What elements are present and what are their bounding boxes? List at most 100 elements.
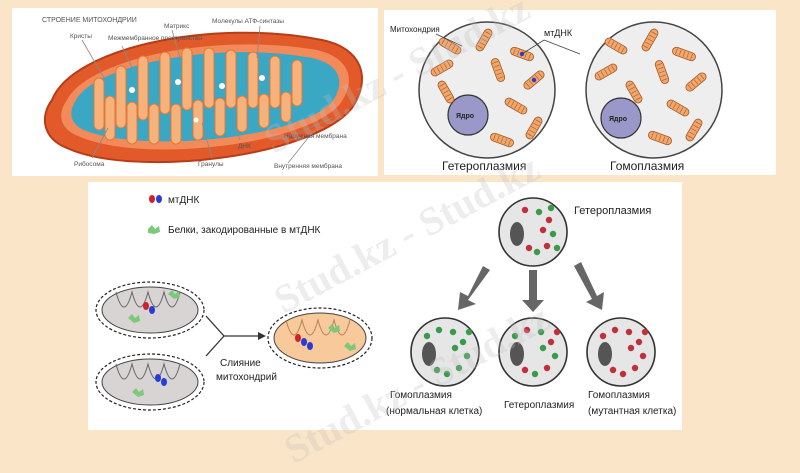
mitochondrion-dot: [639, 352, 647, 360]
bottom-label-2-line1: Гетероплазмия: [504, 400, 574, 411]
segregation-cells: [410, 197, 656, 387]
mitochondrion-dot: [423, 332, 431, 340]
mitochondrion-dot: [459, 338, 467, 346]
label-cristae: Кристы: [70, 33, 92, 40]
mitochondrion-capsule: [685, 72, 707, 92]
label-atp-synthase: Молекулы АТФ-синтазы: [212, 18, 284, 25]
mitochondrion-dot: [521, 366, 529, 374]
mitochondrion-dot: [627, 344, 635, 352]
mitochondrion-dot: [433, 366, 441, 374]
legend-proteins-label: Белки, закодированные в мтДНК: [168, 225, 321, 236]
mitochondrion-structure-diagram: СТРОЕНИЕ МИТОХОНДРИИ Кристы Межмембранно…: [42, 17, 363, 170]
leader-lines: [81, 25, 333, 164]
mtdna-mark: [531, 77, 537, 83]
legend-protein-icon: [148, 225, 160, 234]
segregation-arrows: [458, 262, 604, 312]
mitochondrion-dot: [535, 208, 543, 216]
nucleus-label-left: Ядро: [456, 113, 474, 120]
fusion-label-line2: митохондрий: [216, 372, 277, 383]
cell-nucleus: [422, 342, 436, 366]
mitochondrion-capsule: [604, 37, 628, 55]
mitochondrion-capsule: [625, 80, 643, 104]
mitochondria-left: [430, 28, 545, 148]
top-cell-label: Гетероплазмия: [574, 205, 651, 217]
mitochondrion-dot: [539, 226, 547, 234]
mitochondrion-dot: [553, 328, 561, 336]
mitochondrion-dot: [449, 328, 457, 336]
label-outer-membrane: Наружная мембрана: [284, 132, 347, 140]
mitochondrion-capsule: [594, 63, 618, 81]
mitochondrion-capsule: [430, 59, 454, 77]
mitochondrion-capsule: [641, 28, 659, 52]
mitochondrion-dot: [443, 370, 451, 378]
mitochondrion-dot: [533, 248, 541, 256]
mitochondrion-dot: [547, 338, 555, 346]
mitochondrion-dot: [551, 352, 559, 360]
bottom-label-3-line1: Гомоплазмия: [588, 390, 650, 401]
mitochondrion-dot: [631, 364, 639, 372]
mitochondrion-dot: [539, 344, 547, 352]
mitochondrion-dot: [537, 328, 545, 336]
mitochondrion-dot: [599, 332, 607, 340]
label-granules: Гранулы: [198, 161, 224, 168]
mitochondrion-capsule: [525, 116, 543, 140]
mitochondrion-dot: [609, 366, 617, 374]
mitochondrion-capsule: [648, 130, 672, 146]
mitochondrion-capsule: [490, 58, 506, 82]
fusion-label-line1: Слияние: [220, 358, 261, 369]
mitochondrion-dot: [531, 370, 539, 378]
mitochondrion-dot: [523, 326, 531, 334]
legend-mtdna-label: мтДНК: [168, 195, 199, 206]
mitochondrion-dot: [625, 328, 633, 336]
mitochondrion-dot: [549, 230, 557, 238]
mitochondrion-structure-panel: СТРОЕНИЕ МИТОХОНДРИИ Кристы Межмембранно…: [12, 8, 378, 176]
mitochondrion-dot: [511, 332, 519, 340]
fusion-arrow: [205, 315, 225, 357]
cells-diagram: Ядро Ядро Митохондрия мтДНК Гетероплазми…: [390, 21, 723, 173]
mitochondrion-capsule: [490, 132, 514, 148]
mitochondrion-dot: [543, 364, 551, 372]
mtdna-label: мтДНК: [544, 28, 573, 38]
fused-mitochondrion: [267, 307, 373, 369]
mitochondrion-dot: [547, 204, 555, 212]
mitochondria-label: Митохондрия: [390, 25, 440, 34]
nucleus-label-right: Ядро: [609, 116, 627, 123]
mitochondrion-capsule: [685, 118, 703, 142]
mitochondrion-capsule: [437, 80, 455, 104]
mitochondrion-dot: [553, 244, 561, 252]
mitochondrion-1: [95, 281, 205, 339]
mitochondrion-dot: [465, 328, 473, 336]
mitochondrion-capsule: [438, 37, 462, 55]
cell-nucleus: [510, 222, 524, 246]
label-ribosome: Рибосома: [74, 160, 105, 168]
mitochondrion-dot: [451, 344, 459, 352]
mitochondria-right: [594, 28, 707, 146]
label-intermembrane: Межмембранное пространство: [108, 34, 202, 42]
mitochondrion-capsule: [504, 97, 528, 115]
legend-mtdna-icon: [149, 195, 162, 203]
mitochondrion-dot: [611, 326, 619, 334]
homoplasmy-caption: Гомоплазмия: [610, 159, 684, 173]
cristae: [93, 47, 303, 145]
heteroplasmy-caption: Гетероплазмия: [442, 159, 526, 173]
segregation-cell-2: [410, 317, 480, 387]
mitochondrion-capsule: [523, 70, 545, 90]
nucleus-left: [447, 94, 489, 136]
mitochondrion-capsule: [475, 28, 493, 52]
label-dna: ДНК: [238, 143, 251, 150]
cells-panel: Ядро Ядро Митохондрия мтДНК Гетероплазми…: [384, 10, 776, 175]
mitochondrion-dot: [641, 328, 649, 336]
label-inner-membrane: Внутренняя мембрана: [274, 162, 342, 170]
mitochondrion-2: [95, 353, 205, 411]
structure-title: СТРОЕНИЕ МИТОХОНДРИИ: [42, 17, 137, 24]
bottom-label-1-line1: Гомоплазмия: [390, 390, 452, 401]
mitochondrion-dot: [545, 216, 553, 224]
mitochondrion-dot: [543, 242, 551, 250]
segregation-cell-3: [498, 317, 568, 387]
segregation-cell-1: [498, 197, 568, 267]
mitochondrion-dot: [521, 206, 529, 214]
mitochondrion-dot: [635, 338, 643, 346]
bottom-label-3-line2: (мутантная клетка): [588, 406, 676, 417]
mitochondrion-dot: [525, 244, 533, 252]
mitochondrion-dot: [619, 370, 627, 378]
